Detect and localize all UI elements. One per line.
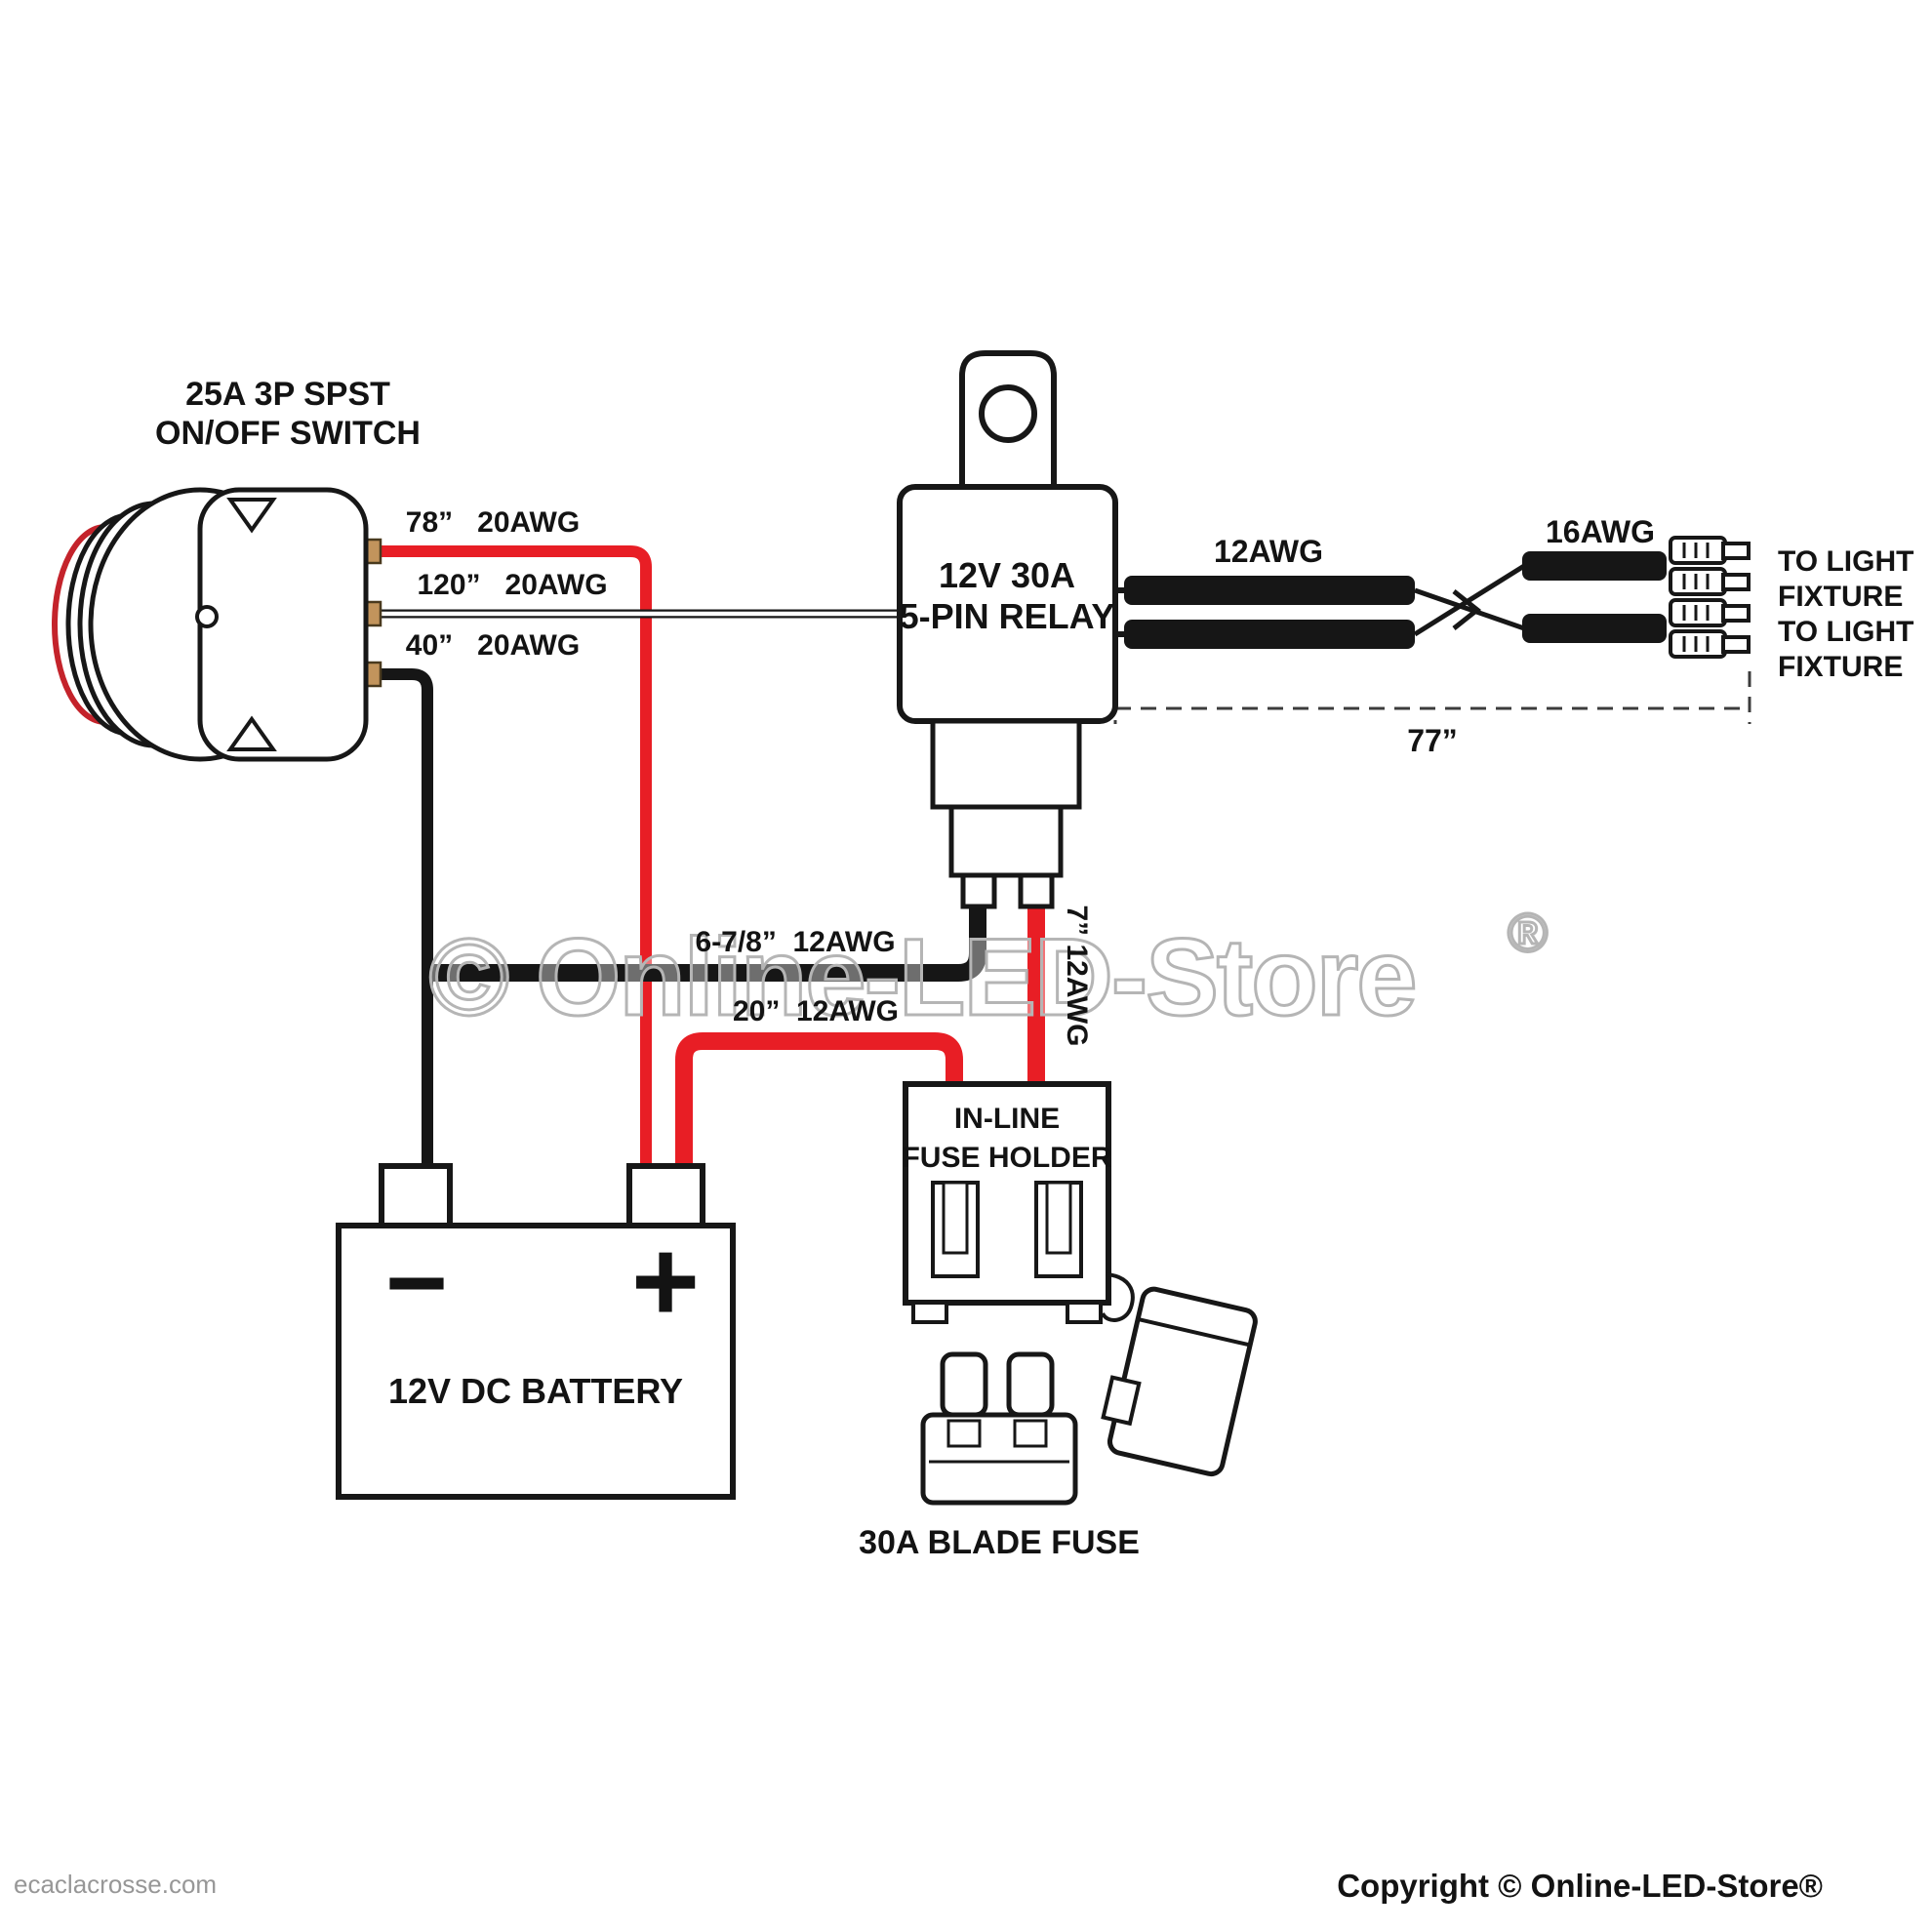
relay-label-line1: 12V 30A xyxy=(939,555,1075,595)
fuse-holder-cover xyxy=(1101,1286,1258,1477)
battery-label: 12V DC BATTERY xyxy=(388,1371,683,1411)
switch-mark-top xyxy=(226,498,277,534)
cable-16awg-upper xyxy=(1522,551,1667,581)
relay xyxy=(897,350,1118,909)
wire-40-label: 40” 20AWG xyxy=(406,629,580,662)
relay-socket-upper xyxy=(930,718,1082,810)
terminal-body xyxy=(1669,536,1727,565)
spade-terminal xyxy=(1669,536,1751,565)
terminal-tab xyxy=(1721,573,1751,591)
wire-ground-6-7-8in xyxy=(422,904,986,982)
fuse-body xyxy=(920,1412,1078,1506)
cable-12awg-upper xyxy=(1124,576,1415,605)
cable-16awg-label: 16AWG xyxy=(1546,514,1655,549)
terminal-body xyxy=(1669,567,1727,596)
footer: ecaclacrosse.com Copyright © Online-LED-… xyxy=(14,1868,1823,1904)
switch-bezel xyxy=(197,487,369,762)
spade-terminal xyxy=(1669,567,1751,596)
relay-socket-prong-ground xyxy=(960,872,997,909)
wire-120-label: 120” 20AWG xyxy=(417,569,607,601)
cable-12awg-label: 12AWG xyxy=(1214,534,1323,569)
relay-mounting-hole xyxy=(979,384,1037,443)
switch-mark-bottom xyxy=(226,715,277,751)
wire-7-label: 7” 12AWG xyxy=(1061,905,1093,1046)
fuse-prong xyxy=(1006,1351,1055,1418)
fuse-holder-foot xyxy=(1066,1301,1103,1324)
battery-plus-symbol: + xyxy=(631,1216,700,1347)
terminal-tab xyxy=(1721,542,1751,560)
fuse-window xyxy=(1013,1419,1048,1448)
fixture2-label-line2: FIXTURE xyxy=(1778,651,1903,683)
fuse-holder-latch xyxy=(1101,1272,1135,1322)
fixture2-label-line1: TO LIGHT xyxy=(1778,616,1913,648)
cable-16awg-lower xyxy=(1522,614,1667,643)
wire-78-label: 78” 20AWG xyxy=(406,506,580,539)
wire-20in-red xyxy=(675,1032,963,1195)
crossover-chevron xyxy=(1452,589,1482,630)
watermark-text: © Online-LED-Store xyxy=(429,916,1416,1038)
spade-terminals xyxy=(1669,536,1751,659)
labels: 25A 3P SPST ON/OFF SWITCH 78” 20AWG 120”… xyxy=(155,376,1913,1561)
relay-socket-prong-power xyxy=(1018,872,1055,909)
relay-label-line2: 5-PIN RELAY xyxy=(900,596,1115,636)
fuse-holder-slot-inner xyxy=(942,1181,969,1255)
fuse-holder xyxy=(903,1081,1135,1324)
fuse-holder-slot-inner xyxy=(1045,1181,1072,1255)
footer-source-text: ecaclacrosse.com xyxy=(14,1870,217,1899)
wire-40in-black xyxy=(377,668,433,1195)
battery-minus-symbol: − xyxy=(385,1223,448,1343)
footer-copyright-text: Copyright © Online-LED-Store® xyxy=(1337,1868,1823,1904)
spade-terminal xyxy=(1669,629,1751,659)
wire-678-label: 6-7/8” 12AWG xyxy=(695,926,895,958)
terminal-tab xyxy=(1721,604,1751,623)
fuse-prong xyxy=(940,1351,988,1418)
terminal-tab xyxy=(1721,635,1751,654)
blade-fuse xyxy=(920,1351,1078,1506)
wire-78in-red xyxy=(377,545,652,1195)
crossover-wire xyxy=(1413,563,1526,637)
switch-title-line1: 25A 3P SPST xyxy=(185,376,390,413)
cover-body xyxy=(1107,1286,1258,1477)
wire-20-label: 20” 12AWG xyxy=(733,995,899,1027)
fuse-holder-label-line1: IN-LINE xyxy=(954,1103,1060,1135)
terminal-body xyxy=(1669,629,1727,659)
terminal-body xyxy=(1669,598,1727,627)
wires xyxy=(377,545,1667,1195)
fuse-holder-label-line2: FUSE HOLDER xyxy=(902,1142,1111,1174)
cover-clip xyxy=(1101,1375,1142,1427)
battery-body xyxy=(336,1223,736,1500)
fixture1-label-line2: FIXTURE xyxy=(1778,581,1903,613)
switch-title-line2: ON/OFF SWITCH xyxy=(155,415,421,452)
dimension-77 xyxy=(1113,671,1751,724)
fuse-holder-foot xyxy=(911,1301,948,1324)
battery-post-negative xyxy=(379,1163,453,1228)
cover-seam xyxy=(1137,1316,1251,1348)
relay-socket-lower xyxy=(948,804,1064,878)
spade-terminal xyxy=(1669,598,1751,627)
battery xyxy=(336,1163,736,1500)
blade-fuse-label: 30A BLADE FUSE xyxy=(859,1524,1140,1561)
switch-pivot-dot xyxy=(195,605,219,628)
crossover-wire xyxy=(1414,587,1525,631)
watermark: © Online-LED-Store ® xyxy=(427,901,1551,1040)
cable-12awg-lower xyxy=(1124,620,1415,649)
watermark-registered-mark: ® xyxy=(1508,902,1548,963)
fixture1-label-line1: TO LIGHT xyxy=(1778,545,1913,578)
rocker-switch xyxy=(52,487,382,762)
fuse-window xyxy=(946,1419,982,1448)
dimension-77-label: 77” xyxy=(1407,723,1458,758)
